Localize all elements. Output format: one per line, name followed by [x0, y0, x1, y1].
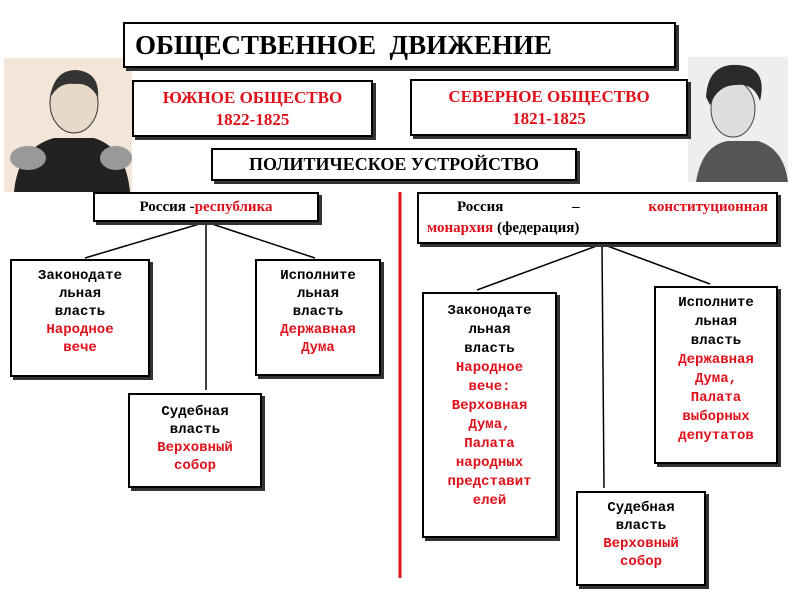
branch-body: Верховная — [451, 398, 528, 414]
branch-label: льная — [694, 314, 737, 330]
branch-body: Народное — [455, 360, 524, 376]
branch-body: Палата — [464, 436, 515, 452]
branch-label: Судебная — [161, 404, 229, 420]
branch-label: власть — [464, 341, 515, 357]
left-form-prefix: Россия - — [139, 199, 195, 215]
title: ОБЩЕСТВЕННОЕ ДВИЖЕНИЕ — [135, 30, 552, 60]
branch-label: льная — [468, 322, 511, 338]
right-form-1: конституционная — [648, 199, 768, 215]
title-box: ОБЩЕСТВЕННОЕ ДВИЖЕНИЕ — [123, 22, 676, 68]
branch-body: Державная — [678, 352, 754, 368]
branch-label: Законодате — [447, 303, 532, 319]
north-society-name: СЕВЕРНОЕ ОБЩЕСТВО — [448, 87, 650, 106]
north-society-box: СЕВЕРНОЕ ОБЩЕСТВО 1821-1825 — [410, 79, 688, 136]
south-society-years: 1822-1825 — [215, 110, 290, 129]
branch-label: льная — [296, 286, 339, 302]
branch-body: Дума — [301, 340, 335, 356]
right-state-form-box: Россия – конституционная монархия (федерац… — [417, 192, 778, 244]
political-structure-heading: ПОЛИТИЧЕСКОЕ УСТРОЙСТВО — [249, 154, 539, 174]
left-form: республика — [194, 199, 273, 215]
branch-body: выборных — [682, 409, 750, 425]
branch-body: Народное — [46, 322, 114, 338]
right-legislative-box: Законодате льная власть Народное вече: Верхо… — [422, 292, 557, 538]
branch-label: власть — [615, 518, 667, 534]
branch-body: Дума, — [694, 371, 737, 387]
left-legislative-box: Законодате льная власть Народное вече — [10, 259, 150, 377]
branch-body: Верховный — [157, 440, 233, 456]
branch-label: власть — [292, 304, 344, 320]
branch-label: власть — [169, 422, 221, 438]
north-society-years: 1821-1825 — [512, 109, 586, 128]
left-judicial-box: Судебная власть Верховный собор — [128, 393, 262, 488]
branch-label: Судебная — [607, 500, 675, 516]
branch-body: вече — [63, 340, 97, 356]
branch-body: Верховный — [603, 536, 679, 552]
political-structure-box: ПОЛИТИЧЕСКОЕ УСТРОЙСТВО — [211, 148, 577, 181]
branch-body: депутатов — [678, 428, 754, 444]
branch-label: власть — [54, 304, 106, 320]
right-form-suffix: (федерация) — [497, 220, 580, 236]
branch-body: собор — [173, 458, 216, 474]
right-form-prefix: Россия — [457, 199, 504, 215]
branch-label: Исполните — [280, 268, 356, 284]
right-judicial-box: Судебная власть Верховный собор — [576, 491, 706, 586]
branch-body: Дума, — [468, 417, 511, 433]
right-form-2: монархия — [427, 220, 494, 236]
branch-body: елей — [472, 493, 507, 509]
left-state-form-box: Россия -республика — [93, 192, 319, 222]
right-form-dash: – — [572, 199, 580, 215]
branch-label: Исполните — [678, 295, 754, 311]
branch-label: льная — [58, 286, 101, 302]
branch-body: собор — [619, 554, 662, 570]
branch-label: Законодате — [37, 268, 122, 284]
branch-body: Палата — [690, 390, 742, 406]
south-society-name: ЮЖНОЕ ОБЩЕСТВО — [162, 88, 343, 107]
branch-body: Державная — [280, 322, 356, 338]
branch-body: представит — [447, 474, 532, 490]
branch-body: вече: — [468, 379, 511, 395]
branch-label: власть — [690, 333, 742, 349]
south-society-box: ЮЖНОЕ ОБЩЕСТВО 1822-1825 — [132, 80, 373, 137]
portrait-north-leader — [688, 57, 788, 182]
branch-body: народных — [455, 455, 524, 471]
portrait-south-leader — [4, 58, 132, 192]
